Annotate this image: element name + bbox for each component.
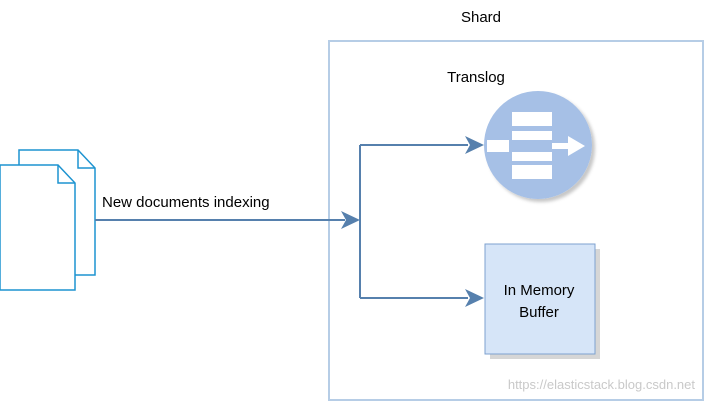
translog-arrow [360, 136, 484, 154]
memory-buffer-label-line1: In Memory [504, 282, 575, 299]
main-flow-arrow [95, 211, 360, 229]
memory-buffer-box [484, 243, 600, 359]
memory-buffer-label-line2: Buffer [519, 304, 559, 321]
watermark: https://elasticstack.blog.csdn.net [508, 377, 696, 392]
translog-glyph [487, 112, 585, 179]
translog-label: Translog [447, 69, 505, 86]
document-stream-icon [484, 91, 592, 199]
shard-title: Shard [461, 9, 501, 26]
flow-label: New documents indexing [102, 194, 270, 211]
documents-icon [0, 149, 96, 291]
buffer-arrow [360, 289, 484, 307]
